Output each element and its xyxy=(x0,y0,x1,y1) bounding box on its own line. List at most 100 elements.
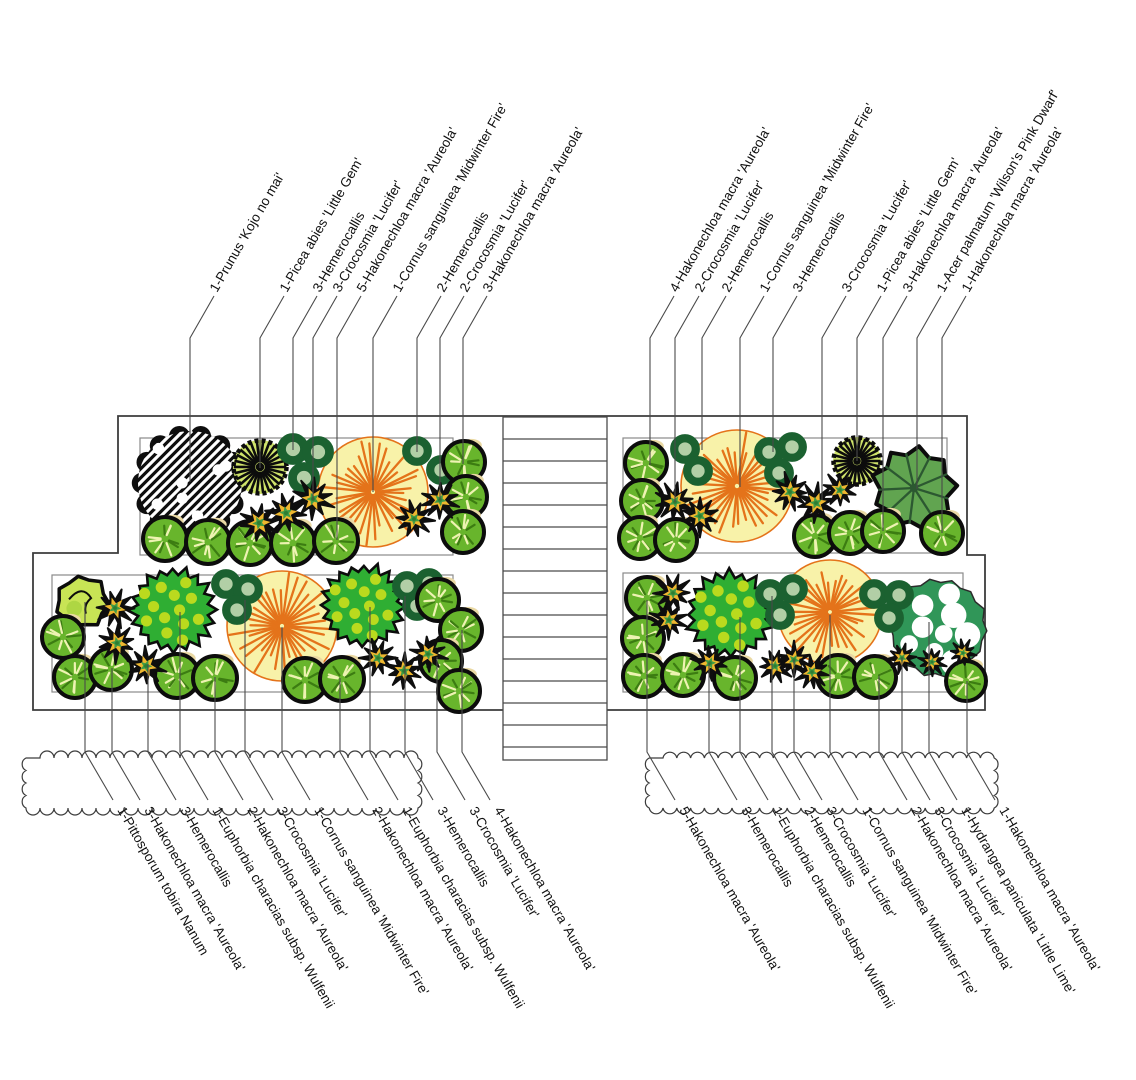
plant-hakonechloa-icon xyxy=(617,514,663,561)
leader-line xyxy=(771,596,801,801)
leader-line xyxy=(674,295,700,502)
leader-line xyxy=(793,660,823,801)
leader-line xyxy=(372,295,398,492)
plant-hakonechloa-icon xyxy=(436,667,482,714)
leader-line xyxy=(339,678,369,801)
plant-hakonechloa-icon xyxy=(621,652,667,699)
leader-line xyxy=(111,668,141,801)
plant-label: 2-Hakonechloa macra 'Aureola' xyxy=(908,804,1015,974)
plant-crocosmia-icon xyxy=(822,473,857,507)
plant-hakonechloa-icon xyxy=(40,613,86,660)
leader-line xyxy=(739,617,769,801)
plant-hakonechloa-icon xyxy=(312,516,360,565)
leader-line xyxy=(244,600,274,801)
leader-line xyxy=(312,295,338,500)
leader-line xyxy=(84,602,114,801)
plant-crocosmia-icon xyxy=(949,638,978,666)
plant-hakonechloa-icon xyxy=(415,576,461,623)
leader-line xyxy=(259,295,285,468)
leader-line xyxy=(649,295,675,465)
plot-boundary xyxy=(32,415,986,711)
plant-hakonechloa-icon xyxy=(440,508,486,555)
plant-hakonechloa-icon xyxy=(623,439,669,486)
plant-crocosmia-icon xyxy=(95,588,136,630)
leader-line xyxy=(772,295,798,452)
leader-line xyxy=(281,627,311,801)
plant-hemerocallis-icon xyxy=(683,456,713,486)
plant-hakonechloa-icon xyxy=(141,514,189,563)
leader-line xyxy=(147,664,177,801)
leader-line xyxy=(292,295,318,450)
plant-hemerocallis-icon xyxy=(874,603,904,633)
leader-line xyxy=(928,622,958,801)
leader-line xyxy=(404,596,434,801)
plant-hakonechloa-icon xyxy=(318,654,366,703)
plant-hemerocallis-icon xyxy=(765,600,795,630)
leader-line xyxy=(336,295,362,540)
leader-line xyxy=(214,677,244,801)
plant-crocosmia-icon xyxy=(652,573,691,613)
plant-crocosmia-icon xyxy=(395,499,437,538)
plant-hakonechloa-icon xyxy=(620,614,666,661)
plant-label: 3-Hakonechloa macra 'Aureola' xyxy=(480,125,587,295)
plant-crocosmia-icon xyxy=(408,635,449,673)
plant-hakonechloa-icon xyxy=(619,477,665,524)
plant-hemerocallis-icon xyxy=(233,574,263,604)
leader-line xyxy=(821,295,847,500)
plants-layer xyxy=(40,425,988,714)
right-hedge xyxy=(644,751,999,815)
leader-line xyxy=(369,607,399,801)
plant-crocosmia-icon xyxy=(239,503,279,542)
plant-hakonechloa-icon xyxy=(653,516,699,563)
plant-euphorbia-icon xyxy=(683,565,777,659)
plant-crocosmia-icon xyxy=(917,648,948,678)
leader-line xyxy=(901,658,931,801)
plant-hakonechloa-icon xyxy=(712,654,758,701)
plant-hemerocallis-icon xyxy=(859,579,889,609)
leader-line xyxy=(708,663,738,801)
plant-hakonechloa-icon xyxy=(184,517,232,566)
plant-hakonechloa-icon xyxy=(944,659,988,703)
plant-crocosmia-icon xyxy=(98,621,135,666)
leader-line xyxy=(646,600,676,801)
plant-hakonechloa-icon xyxy=(852,653,898,700)
plant-hakonechloa-icon xyxy=(269,518,317,567)
leader-line xyxy=(439,295,465,500)
plant-euphorbia-icon xyxy=(124,564,220,656)
plant-crocosmia-icon xyxy=(794,654,830,690)
leader-line xyxy=(966,681,996,801)
leader-line xyxy=(179,612,209,801)
plant-hemerocallis-icon xyxy=(778,574,808,604)
leader-line xyxy=(829,615,859,801)
plant-hemerocallis-icon xyxy=(222,595,252,625)
plant-label: 4-Hakonechloa macra 'Aureola' xyxy=(667,125,774,295)
leader-line xyxy=(462,295,488,464)
leader-line xyxy=(436,657,466,801)
leader-line xyxy=(882,295,908,531)
leader-line xyxy=(416,295,442,452)
leader-line xyxy=(739,295,765,487)
leader-line xyxy=(941,295,967,533)
leader-line xyxy=(856,295,882,461)
plant-label: 1-Acer palmatum 'Wilson's Pink Dwarf' xyxy=(934,87,1062,294)
plant-label: 4-Hakonechloa macra 'Aureola' xyxy=(491,804,598,974)
plant-hemerocallis-icon xyxy=(302,436,334,468)
plant-crocosmia-icon xyxy=(682,496,719,539)
plant-euphorbia-icon xyxy=(318,561,408,650)
leader-line xyxy=(878,676,908,801)
plant-crocosmia-icon xyxy=(648,600,688,641)
garden-steps xyxy=(502,416,608,761)
leader-line xyxy=(189,295,215,482)
plant-hemerocallis-icon xyxy=(884,580,914,610)
leader-line xyxy=(916,295,942,489)
plant-picea-icon xyxy=(231,438,289,496)
plant-crocosmia-icon xyxy=(771,470,808,512)
plant-hakonechloa-icon xyxy=(624,574,670,621)
plant-hemerocallis-icon xyxy=(670,434,700,464)
leader-line xyxy=(461,630,491,801)
plant-hemerocallis-icon xyxy=(777,432,807,462)
left-hedge xyxy=(21,750,423,816)
leader-line xyxy=(701,295,727,450)
